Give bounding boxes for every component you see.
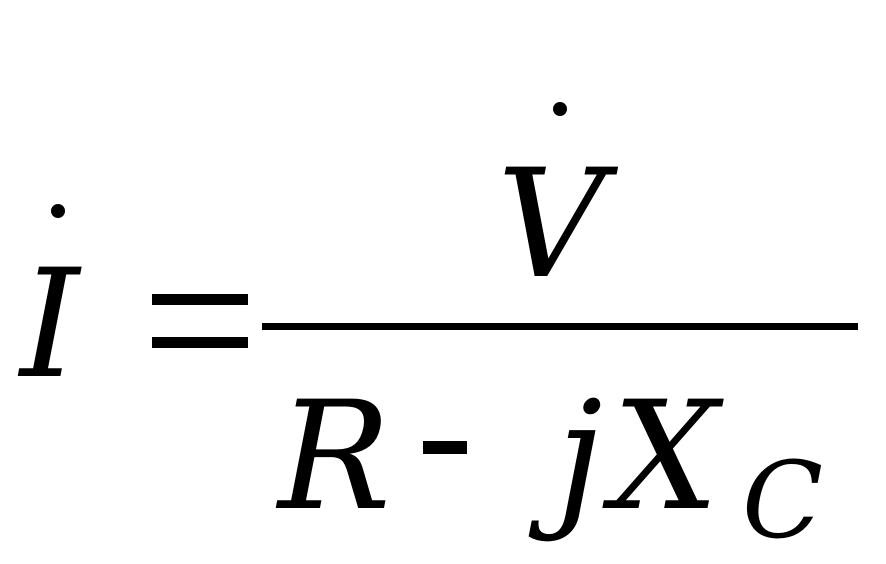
- numerator-voltage-symbol: V: [497, 138, 606, 312]
- lhs-current-symbol: I: [20, 238, 80, 412]
- lhs-dot-accent: [51, 204, 65, 218]
- fraction-line: [262, 323, 858, 330]
- denominator-imaginary-unit: j: [556, 370, 603, 544]
- denominator-reactance-subscript: C: [742, 439, 824, 562]
- denominator-reactance-symbol: X: [612, 370, 719, 544]
- equals-bottom-bar: [152, 337, 248, 348]
- denominator-minus-sign: [423, 441, 467, 454]
- equals-top-bar: [152, 294, 248, 305]
- numerator-dot-accent: [553, 102, 567, 116]
- denominator-resistance-symbol: R: [278, 370, 391, 544]
